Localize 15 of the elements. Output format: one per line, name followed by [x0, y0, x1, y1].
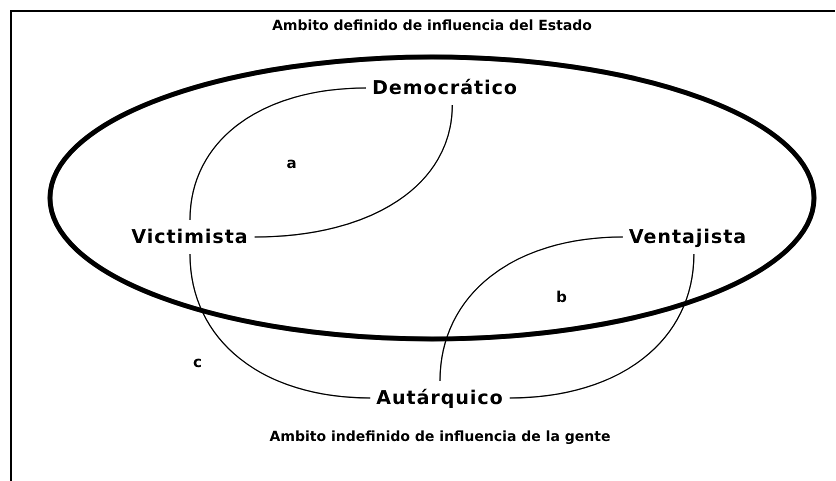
region-letter: c — [193, 353, 203, 371]
node-label: Democrático — [372, 77, 518, 99]
node-label: Victimista — [131, 226, 249, 248]
curved-line — [510, 254, 695, 399]
node-label: Ventajista — [628, 226, 748, 248]
curved-line — [439, 236, 623, 382]
curved-line — [254, 104, 453, 238]
region-heading: Ambito indefinido de influencia de la gente — [270, 429, 610, 445]
ellipse-region — [46, 18, 818, 344]
region-heading: Ambito definido de influencia del Estado — [272, 18, 592, 34]
curved-line — [189, 254, 370, 399]
node-label: Autárquico — [376, 387, 504, 409]
region-letter: a — [286, 154, 298, 172]
region-letter: b — [556, 288, 568, 306]
curved-line — [189, 87, 366, 220]
